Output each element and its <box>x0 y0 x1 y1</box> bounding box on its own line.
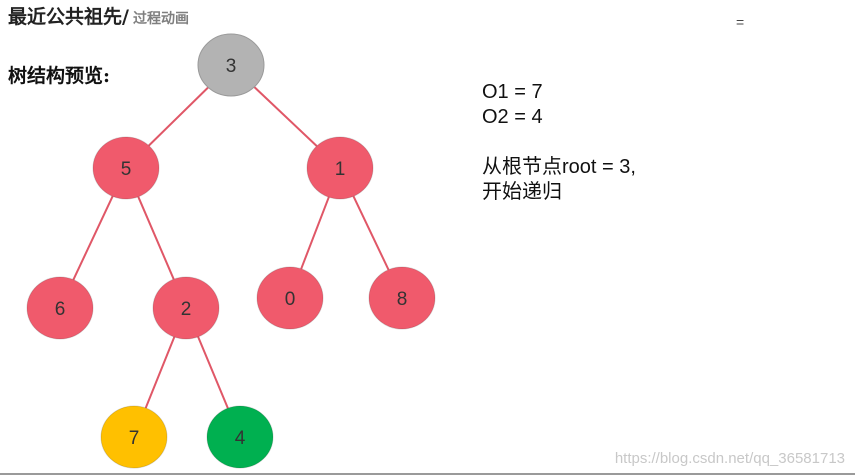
tree-node-circle-1 <box>306 136 374 200</box>
o2-value: O2 = 4 <box>482 106 543 128</box>
tree-edge-5-6 <box>72 195 114 281</box>
tree-node-circle-0 <box>256 266 324 330</box>
tree-edge-3-1 <box>253 86 318 147</box>
tree-preview-label: 树结构预览: <box>8 65 111 87</box>
tree-node-label-6: 6 <box>55 299 66 320</box>
tree-edges <box>72 86 390 409</box>
tree-node-5: 5 <box>92 136 160 200</box>
tree-node-label-5: 5 <box>121 159 132 180</box>
tree-node-label-0: 0 <box>285 289 296 310</box>
page-subtitle: 过程动画 <box>132 11 189 27</box>
tree-node-label-7: 7 <box>129 428 140 449</box>
tree-node-3: 3 <box>197 33 265 97</box>
tree-node-8: 8 <box>368 266 436 330</box>
recursion-start-text: 从根节点root = 3, <box>482 156 636 178</box>
tree-node-label-2: 2 <box>181 299 192 320</box>
tree-node-circle-3 <box>197 33 265 97</box>
tree-node-circle-4 <box>206 405 274 469</box>
tree-edge-3-5 <box>148 86 209 147</box>
tree-node-circle-2 <box>152 276 220 340</box>
watermark: https://blog.csdn.net/qq_36581713 <box>614 450 845 467</box>
tree-edge-1-8 <box>352 195 390 271</box>
tree-node-label-3: 3 <box>226 56 237 77</box>
page-title: 最近公共祖先/ <box>8 6 129 28</box>
tree-node-circle-6 <box>26 276 94 340</box>
bottom-divider <box>0 473 855 475</box>
tree-node-circle-5 <box>92 136 160 200</box>
tree-node-circle-7 <box>100 405 168 469</box>
tree-node-1: 1 <box>306 136 374 200</box>
tree-nodes: 3 5 1 6 2 0 8 7 4 <box>26 33 436 469</box>
tree-edge-1-0 <box>300 196 330 270</box>
tree-node-7: 7 <box>100 405 168 469</box>
info-panel: O1 = 7 O2 = 4 从根节点root = 3, 开始递归 <box>482 80 636 205</box>
tree-edge-2-7 <box>144 336 176 409</box>
tree-node-2: 2 <box>152 276 220 340</box>
recursion-start-text-2: 开始递归 <box>482 181 562 203</box>
tree-node-label-1: 1 <box>335 159 346 180</box>
tree-node-circle-8 <box>368 266 436 330</box>
tree-edge-2-4 <box>197 336 229 409</box>
tree-node-label-8: 8 <box>397 289 408 310</box>
tree-node-label-4: 4 <box>235 428 246 449</box>
title: 最近公共祖先/过程动画 <box>8 2 189 29</box>
info-gap <box>482 130 636 155</box>
tree-node-0: 0 <box>256 266 324 330</box>
tree-edge-5-2 <box>137 196 175 280</box>
o1-value: O1 = 7 <box>482 81 543 103</box>
tree-node-6: 6 <box>26 276 94 340</box>
tree-node-4: 4 <box>206 405 274 469</box>
corner-glyph: = <box>736 14 745 30</box>
